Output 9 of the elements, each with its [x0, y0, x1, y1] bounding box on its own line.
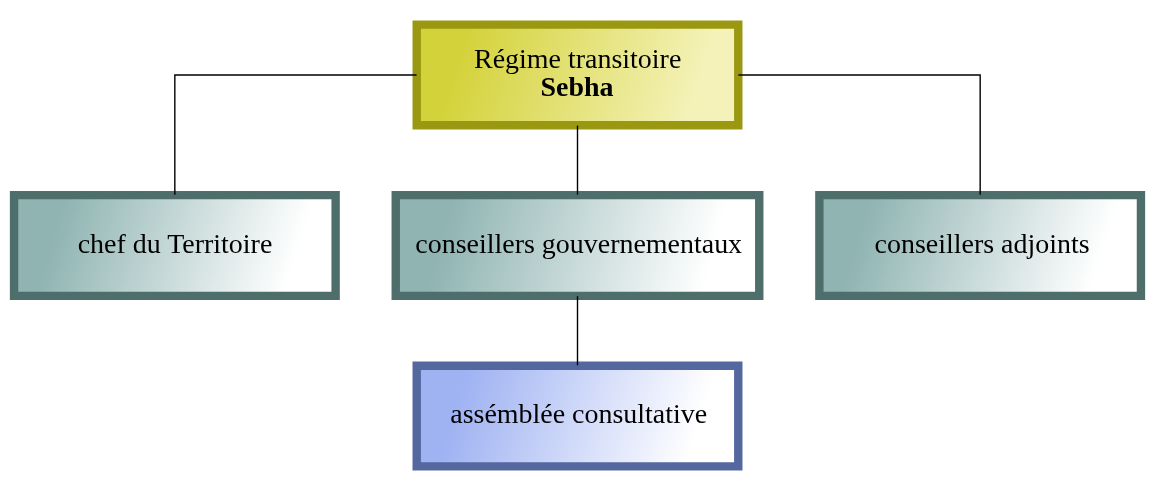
node-box: Régime transitoire Sebha [412, 19, 743, 129]
connector [737, 73, 981, 195]
connector [174, 73, 418, 195]
connector [576, 124, 579, 195]
node-box: conseillers gouvernementaux [391, 190, 764, 300]
node-box: conseillers adjoints [815, 190, 1146, 300]
node-box: chef du Territoire [9, 190, 340, 300]
connector [576, 295, 579, 366]
node-box: assémblée consultative [412, 361, 743, 471]
